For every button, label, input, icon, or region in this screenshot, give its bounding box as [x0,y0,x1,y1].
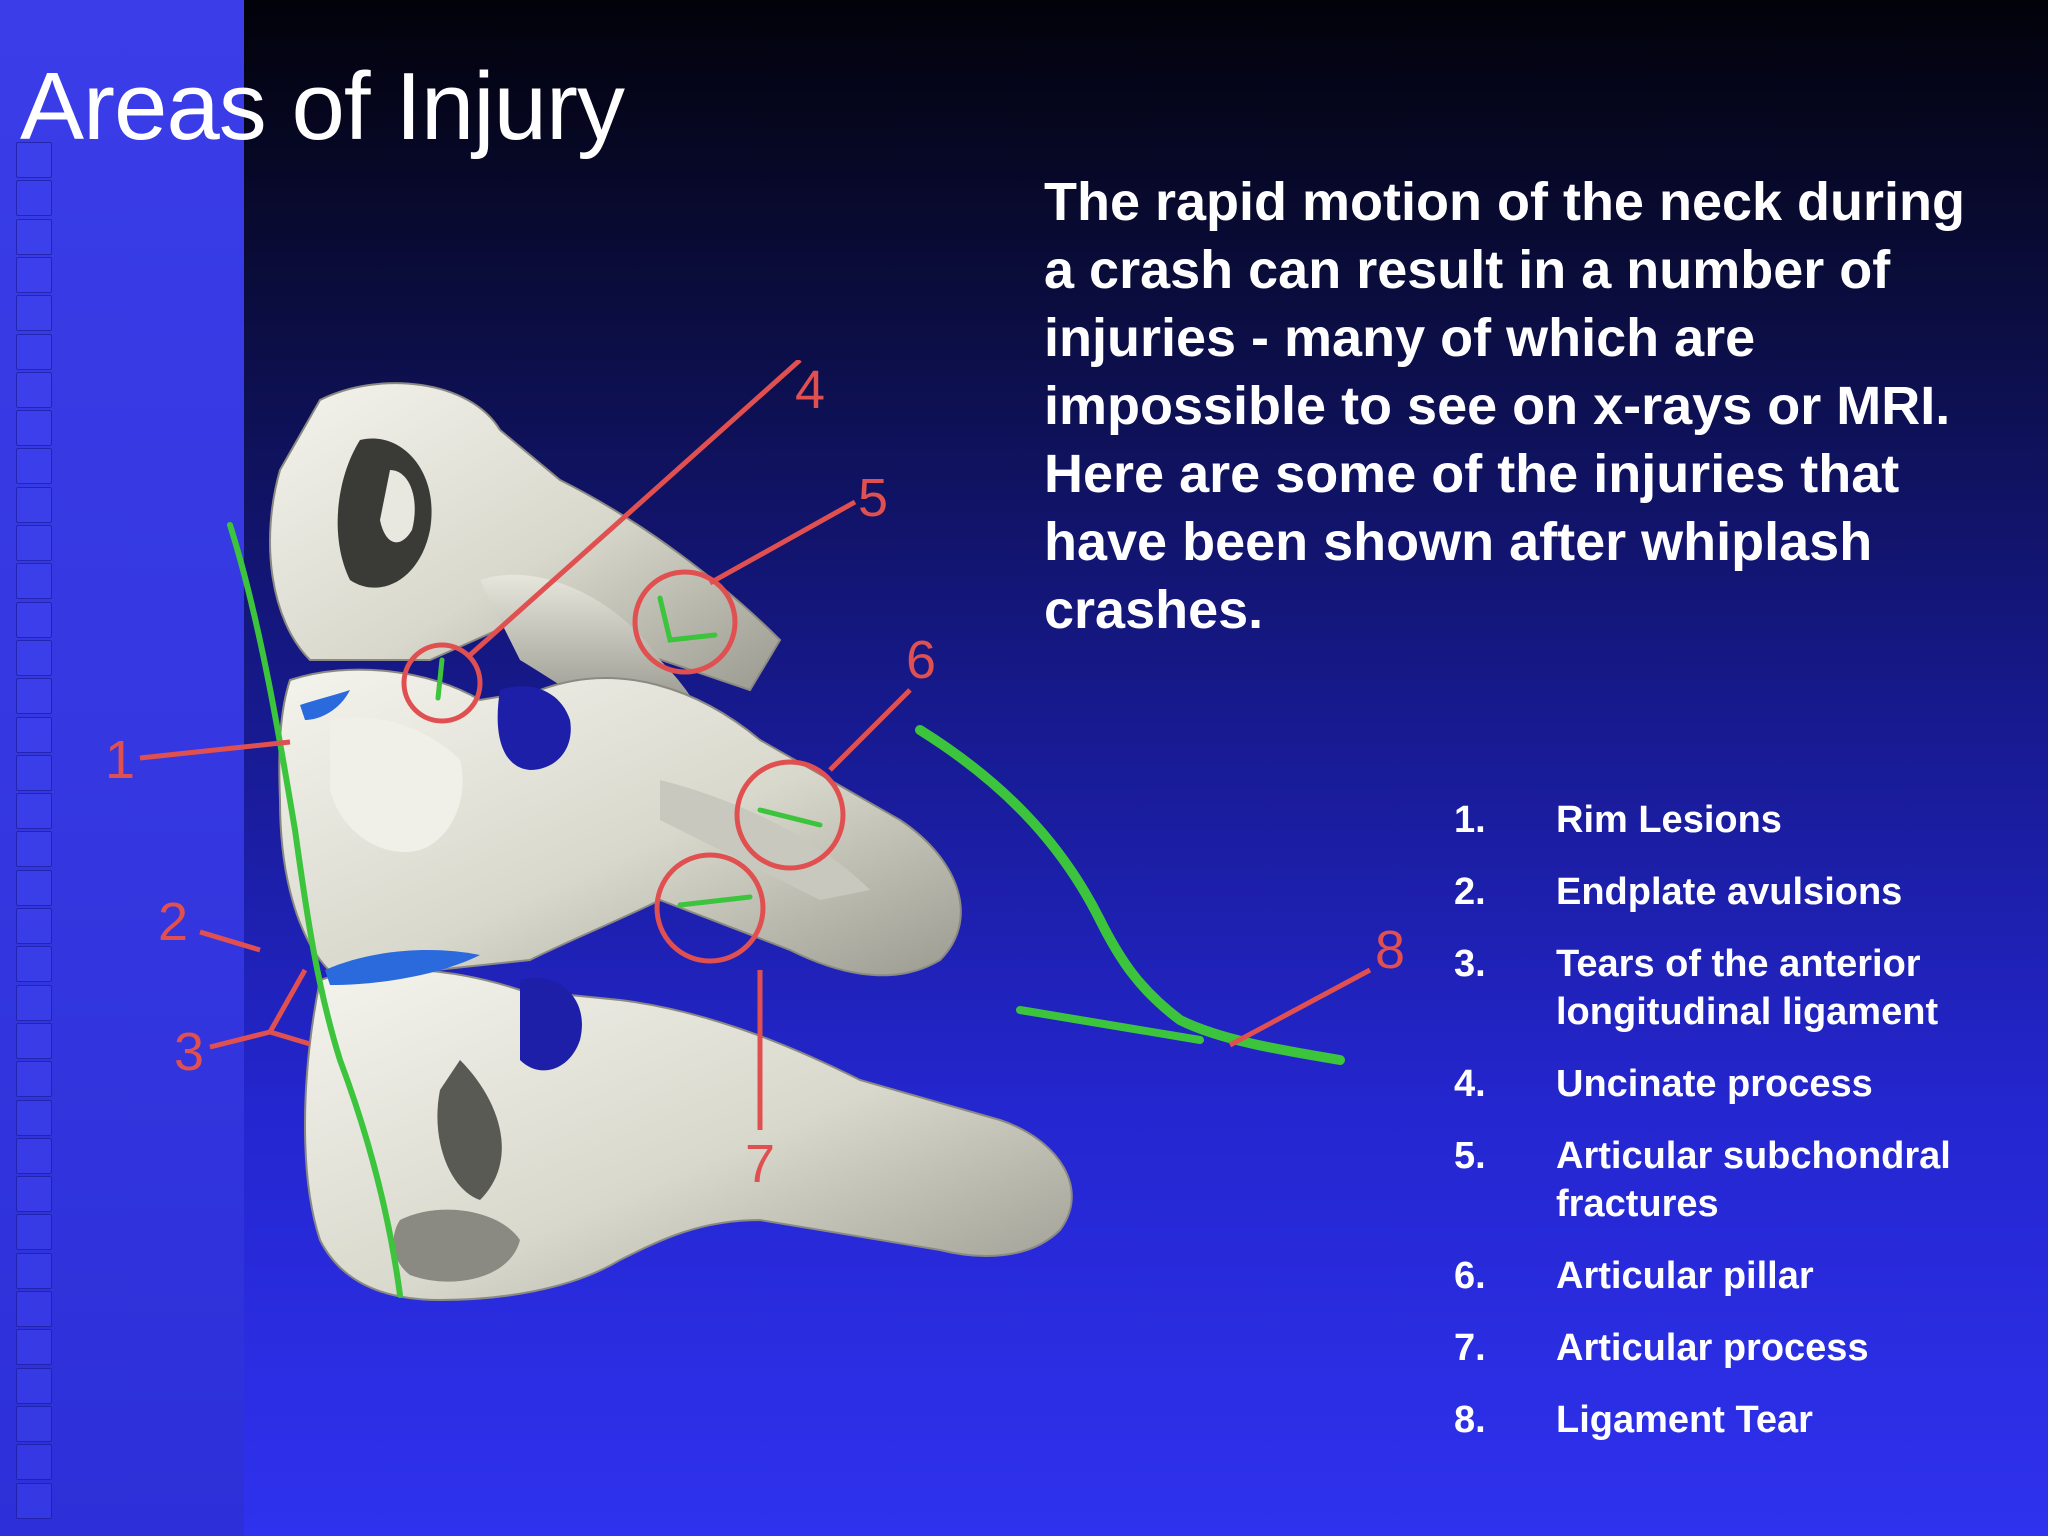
list-item-label: Articular subchondral fractures [1556,1135,1951,1225]
decorative-square [16,716,52,753]
decorative-square [16,1444,52,1481]
left-decorative-strip [0,0,244,1536]
fracture-marks [435,595,823,908]
decorative-square [16,371,52,408]
decorative-square [16,256,52,293]
decorative-square [16,525,52,561]
decorative-square [16,1022,52,1059]
list-item-number: 8. [1454,1399,1486,1441]
decorative-square [16,1291,52,1327]
list-item: 6. Articular pillar [1454,1252,2044,1300]
decorative-square [16,908,52,944]
injury-list: 1. Rim Lesions 2. Endplate avulsions 3. Tea… [1454,796,2044,1468]
list-item: 5. Articular subchondral fractures [1454,1132,2044,1228]
callout-2: 2 [158,892,188,952]
callout-6: 6 [906,630,936,690]
cervical-spine-diagram: 1 2 3 4 5 6 7 8 [105,360,1405,1302]
list-item-label: Articular process [1556,1327,1869,1369]
vertebra-lower [304,968,1073,1302]
list-item-number: 2. [1454,871,1486,913]
decorative-square [16,142,52,178]
callout-circles [401,569,846,964]
list-item-number: 4. [1454,1063,1486,1105]
list-item: 3. Tears of the anterior longitudinal lig… [1454,940,2044,1036]
callout-numbers: 1 2 3 4 5 6 7 8 [105,360,1405,1194]
list-item: 8. Ligament Tear [1454,1396,2044,1444]
decorative-square [16,831,52,868]
list-item-number: 1. [1454,799,1486,841]
callout-lines [139,360,1372,1130]
endplate-highlights [300,690,480,985]
decorative-square [16,1482,52,1519]
intro-paragraph: The rapid motion of the neck during a cr… [1044,172,1966,640]
decorative-square [16,333,52,370]
decorative-square [16,754,52,791]
list-item-label: Ligament Tear [1556,1399,1813,1441]
decorative-square [16,1214,52,1251]
decorative-square [16,1252,52,1289]
decorative-square [16,563,52,600]
list-item: 2. Endplate avulsions [1454,868,2044,916]
vertebra-middle [278,668,962,982]
decorative-square [16,1099,52,1136]
decorative-squares [16,142,54,1522]
callout-5: 5 [858,468,888,528]
callout-7: 7 [745,1134,775,1194]
decorative-square [16,486,52,523]
decorative-square [16,639,52,676]
decorative-square [16,1061,52,1098]
list-item-number: 5. [1454,1135,1486,1177]
decorative-square [16,601,52,638]
decorative-square [16,984,52,1021]
list-item-number: 7. [1454,1327,1486,1369]
decorative-square [16,1329,52,1366]
decorative-square [16,678,52,715]
callout-4: 4 [795,360,825,420]
list-item-label: Rim Lesions [1556,799,1782,841]
list-item-label: Articular pillar [1556,1255,1814,1297]
list-item: 1. Rim Lesions [1454,796,2044,844]
callout-3: 3 [174,1022,204,1082]
decorative-square [16,1405,52,1442]
decorative-square [16,448,52,485]
decorative-square [16,218,52,255]
decorative-square [16,410,52,447]
decorative-square [16,180,52,217]
decorative-square [16,1137,52,1174]
list-item-number: 3. [1454,943,1486,985]
decorative-square [16,946,52,983]
callout-1: 1 [105,730,135,790]
decorative-square [16,793,52,830]
list-item-number: 6. [1454,1255,1486,1297]
ligament-lines [227,522,1345,1298]
list-item: 4. Uncinate process [1454,1060,2044,1108]
slide-title: Areas of Injury [20,53,625,160]
list-item-label: Uncinate process [1556,1063,1873,1105]
decorative-square [16,1367,52,1404]
list-item-label: Tears of the anterior longitudinal ligam… [1556,943,1939,1033]
list-item: 7. Articular process [1454,1324,2044,1372]
list-item-label: Endplate avulsions [1556,871,1903,913]
decorative-square [16,1176,52,1213]
decorative-square [16,295,52,332]
decorative-square [16,869,52,906]
callout-8: 8 [1375,920,1405,980]
